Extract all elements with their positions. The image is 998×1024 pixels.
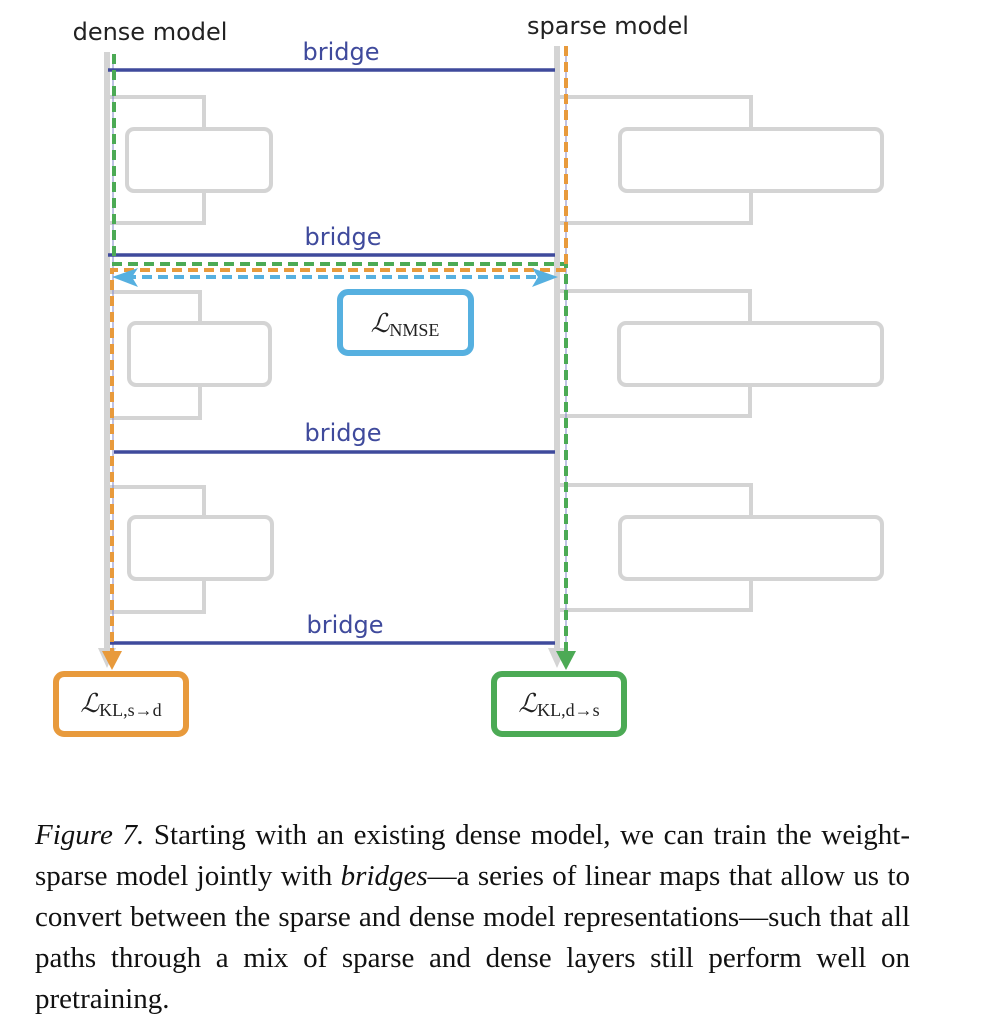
dense-layer-3 <box>110 485 274 614</box>
loss-subscript: KL,s→d <box>99 700 162 720</box>
loss-symbol: ℒ <box>371 309 391 338</box>
bridges-diagram: dense model sparse model <box>53 12 884 737</box>
sparse-layer-1 <box>560 95 884 225</box>
svg-text:ℒKL,s→d: ℒKL,s→d <box>80 689 161 720</box>
green-path <box>112 54 568 655</box>
bridge-2: bridge <box>108 223 555 257</box>
svg-text:ℒNMSE: ℒNMSE <box>371 309 440 340</box>
loss-subscript: NMSE <box>389 320 439 340</box>
dense-model-label: dense model <box>73 18 228 46</box>
figure-label: Figure 7. <box>35 819 145 851</box>
bridge-label: bridge <box>304 419 381 447</box>
loss-symbol: ℒ <box>80 689 100 718</box>
sparse-layer-2 <box>560 289 884 418</box>
bridge-4: bridge <box>110 611 555 645</box>
bridge-label: bridge <box>306 611 383 639</box>
sparse-layer-3 <box>560 483 884 612</box>
sparse-backbone <box>548 46 566 668</box>
green-arrowhead <box>556 651 576 670</box>
bridge-3: bridge <box>114 419 555 454</box>
bridge-label: bridge <box>302 38 379 66</box>
loss-symbol: ℒ <box>518 689 538 718</box>
bridge-1: bridge <box>108 38 555 72</box>
bridge-label: bridge <box>304 223 381 251</box>
nmse-loss-box: ℒNMSE <box>337 289 474 356</box>
caption-emphasis: bridges <box>340 860 428 892</box>
caption-text-1: Starting with an existing dense model, w… <box>35 819 910 892</box>
dense-layer-2 <box>110 290 272 420</box>
caption-text-2: —a series of linear maps that allow us t… <box>35 860 911 1015</box>
kl-d-to-s-loss-box: ℒKL,d→s <box>491 671 627 737</box>
kl-s-to-d-loss-box: ℒKL,s→d <box>53 671 189 737</box>
dense-layer-1 <box>110 95 273 225</box>
orange-path <box>110 46 568 655</box>
sparse-model-label: sparse model <box>527 12 689 40</box>
orange-arrowhead <box>102 651 122 670</box>
nmse-double-arrow <box>112 268 558 287</box>
figure-caption: Figure 7. Starting with an existing dens… <box>35 815 910 1020</box>
svg-text:ℒKL,d→s: ℒKL,d→s <box>518 689 599 720</box>
loss-subscript: KL,d→s <box>537 700 600 720</box>
